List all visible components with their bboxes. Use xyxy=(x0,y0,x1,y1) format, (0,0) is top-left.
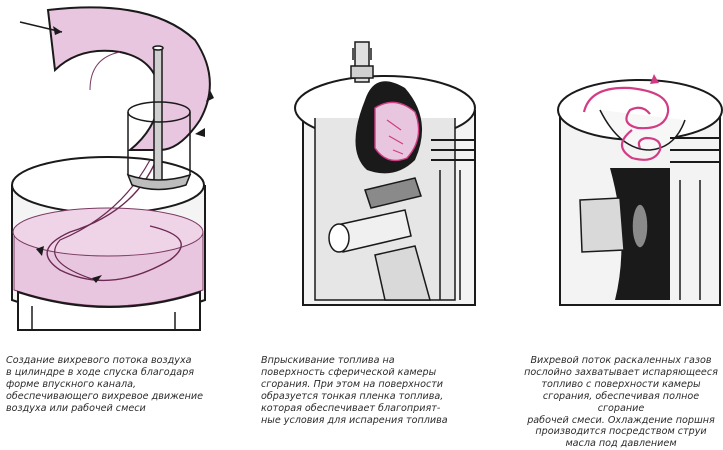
injection-drawing xyxy=(294,41,476,306)
injection-caption: Впрыскивание топлива на поверхность сфер… xyxy=(261,355,448,426)
intake-swirl-illustration xyxy=(0,0,230,331)
injection-illustration xyxy=(255,0,480,330)
combustion-drawing xyxy=(557,74,723,306)
intake-caption: Создание вихревого потока воздуха в цили… xyxy=(6,355,204,414)
combustion-caption: Вихревой поток раскаленных газов послойн… xyxy=(524,355,718,450)
intake-swirl-drawing xyxy=(11,6,214,331)
combustion-illustration xyxy=(520,0,723,330)
